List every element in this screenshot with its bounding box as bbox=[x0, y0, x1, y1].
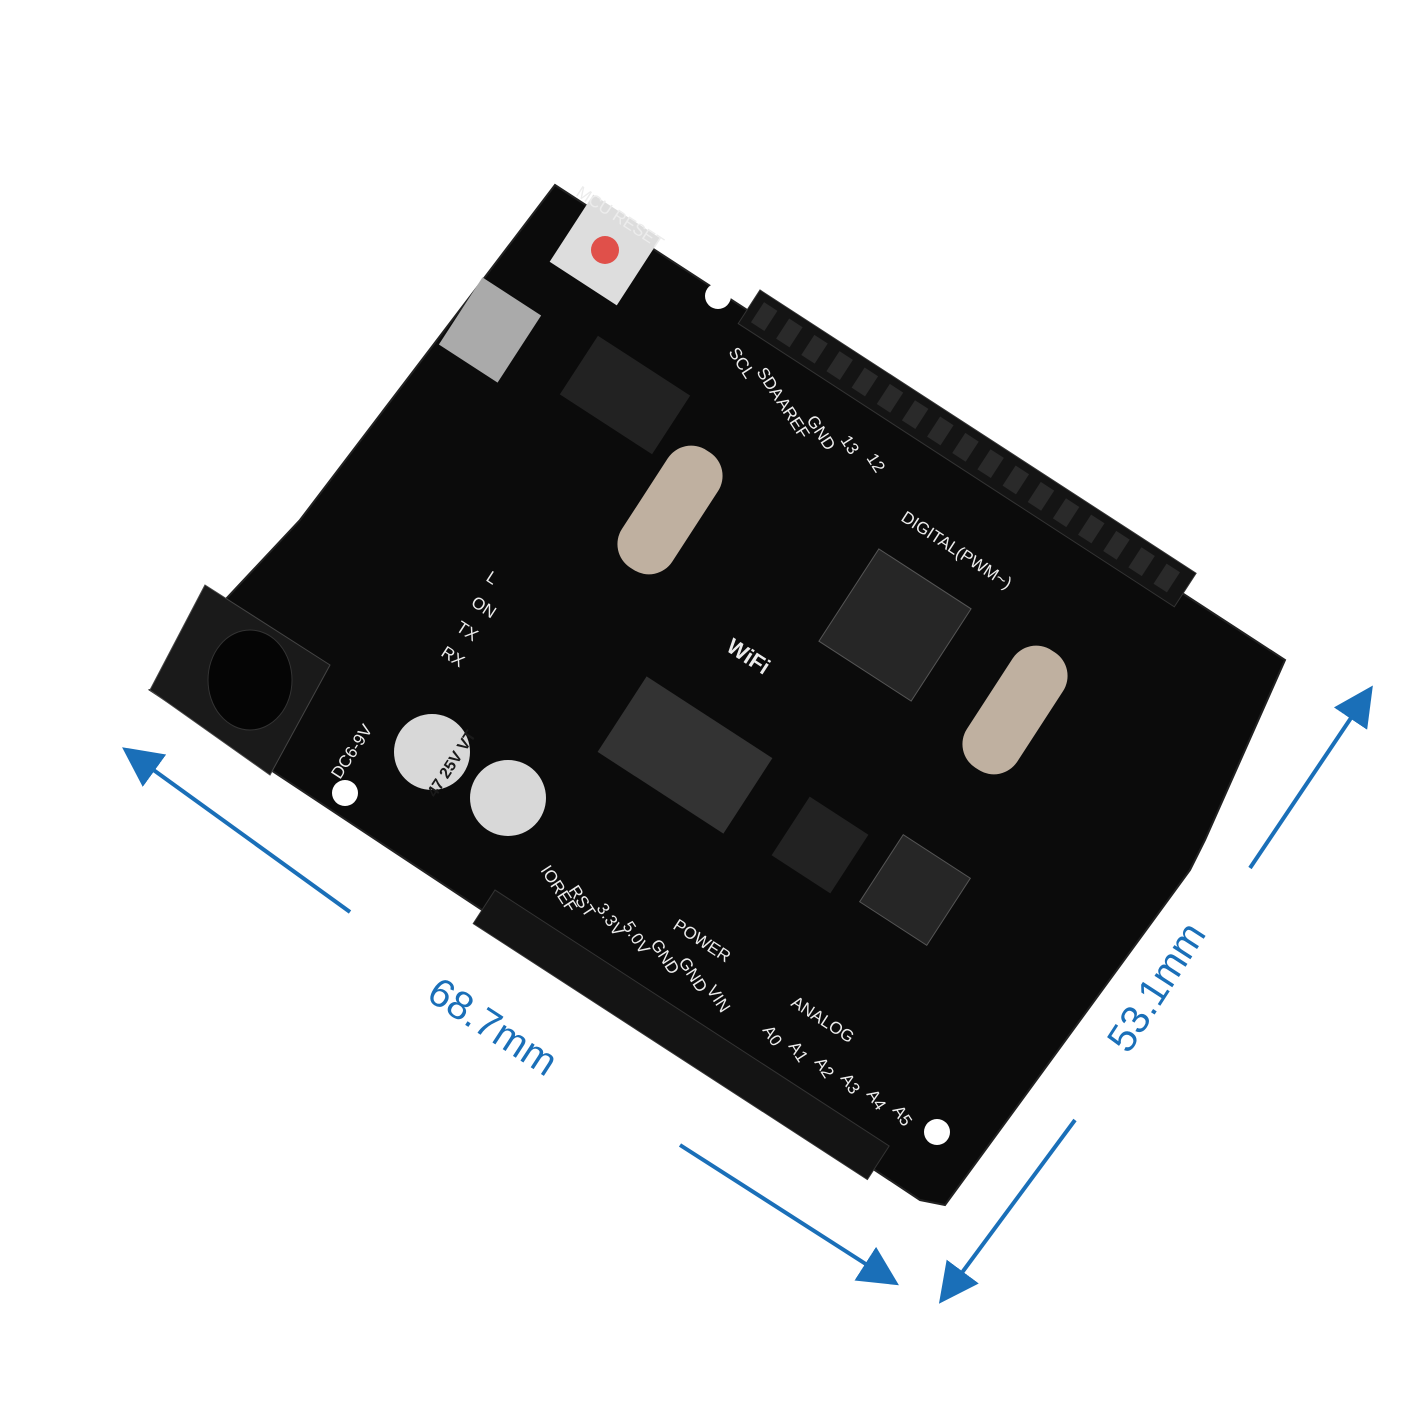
wifi-chip bbox=[858, 833, 972, 947]
dip-switch bbox=[597, 676, 773, 834]
crystal bbox=[962, 645, 1068, 775]
usb-serial-chip bbox=[559, 335, 691, 455]
digital-header bbox=[737, 289, 1197, 608]
power-analog-header bbox=[472, 889, 890, 1181]
mounting-hole bbox=[924, 1119, 950, 1145]
pcb-board bbox=[147, 183, 1287, 1207]
crystal bbox=[617, 445, 723, 575]
reset-button-cap bbox=[591, 236, 619, 264]
width-arrow-top bbox=[1248, 685, 1373, 870]
capacitor bbox=[394, 714, 470, 790]
capacitor bbox=[470, 760, 546, 836]
mounting-hole bbox=[705, 283, 731, 309]
usb-port bbox=[438, 277, 542, 383]
dc-jack bbox=[149, 584, 331, 776]
length-arrow-left bbox=[122, 747, 352, 914]
length-arrow-right bbox=[678, 1143, 899, 1286]
mcu-chip bbox=[818, 548, 972, 702]
width-arrow-bottom bbox=[938, 1118, 1077, 1304]
flash-chip bbox=[771, 796, 869, 894]
mounting-hole bbox=[332, 780, 358, 806]
